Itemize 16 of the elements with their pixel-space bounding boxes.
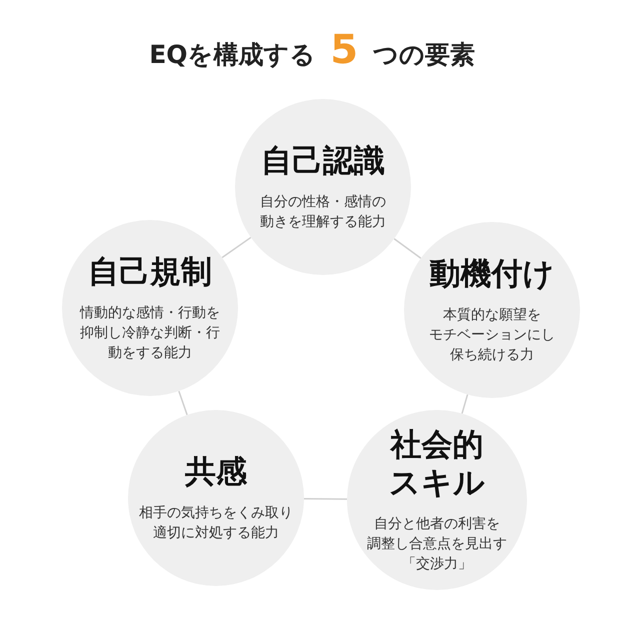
circle-description: 自分の性格・感情の動きを理解する能力 xyxy=(260,193,386,232)
circle-heading: 動機付け xyxy=(430,255,554,293)
circle-heading: 自己規制 xyxy=(88,253,212,291)
circle-heading: 自己認識 xyxy=(261,142,385,180)
circle-description: 本質的な願望をモチベーションにし保ち続ける力 xyxy=(429,306,555,365)
title: EQを構成する 5 つの要素 xyxy=(148,30,476,75)
circle-description: 相手の気持ちをくみ取り適切に対処する能力 xyxy=(139,504,293,543)
circle-heading: 共感 xyxy=(185,453,247,491)
circle-heading: 社会的スキル xyxy=(389,426,485,502)
connector-line xyxy=(461,394,468,414)
connector-line xyxy=(222,236,252,258)
circle-description: 自分と他者の利害を調整し合意点を見出す「交渉力」 xyxy=(367,515,507,574)
circle-description: 情動的な感情・行動を抑制し冷静な判断・行動をする能力 xyxy=(80,304,220,363)
connector-line xyxy=(394,238,422,259)
connector-line xyxy=(304,498,348,500)
connector-line xyxy=(178,390,188,416)
